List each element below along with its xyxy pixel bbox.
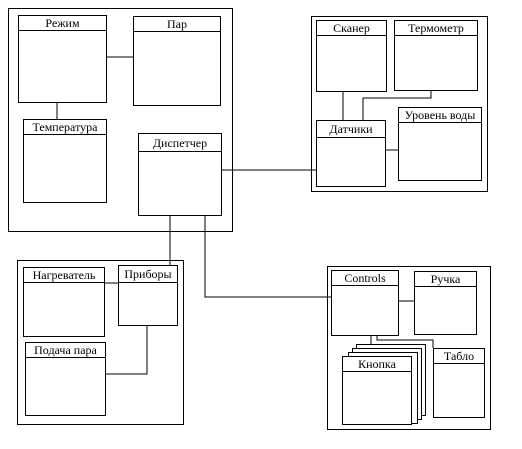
class-skaner[interactable]: Сканер <box>316 20 387 92</box>
class-tablo[interactable]: Табло <box>433 348 485 418</box>
class-controls-title: Controls <box>332 271 398 286</box>
package-bottom-left <box>17 260 184 425</box>
class-podacha-para-title: Подача пара <box>26 343 105 358</box>
class-termometr-title: Термометр <box>395 21 477 36</box>
class-ruchka-title: Ручка <box>415 272 476 287</box>
class-nagrevatel-title: Нагреватель <box>24 268 104 283</box>
package-top-right <box>311 16 488 192</box>
class-temperatura[interactable]: Температура <box>23 119 107 203</box>
class-podacha-para[interactable]: Подача пара <box>25 342 106 416</box>
class-ruchka[interactable]: Ручка <box>414 271 477 335</box>
class-par[interactable]: Пар <box>133 16 221 106</box>
class-tablo-title: Табло <box>434 349 484 364</box>
class-skaner-title: Сканер <box>317 21 386 36</box>
class-rezhim[interactable]: Режим <box>18 15 107 103</box>
package-bottom-right <box>327 266 491 430</box>
class-nagrevatel[interactable]: Нагреватель <box>23 267 105 337</box>
class-rezhim-title: Режим <box>19 16 106 31</box>
class-par-title: Пар <box>134 17 220 32</box>
class-dispetcher-title: Диспетчер <box>139 134 221 152</box>
class-datchiki[interactable]: Датчики <box>316 120 386 187</box>
class-datchiki-title: Датчики <box>317 121 385 138</box>
package-top-left <box>8 8 233 232</box>
class-pribory-title: Приборы <box>119 266 177 283</box>
class-dispetcher[interactable]: Диспетчер <box>138 133 222 216</box>
class-knopka-title: Кнопка <box>343 357 411 372</box>
class-uroven-vody[interactable]: Уровень воды <box>398 107 482 181</box>
class-controls[interactable]: Controls <box>331 270 399 336</box>
class-temperatura-title: Температура <box>24 120 106 135</box>
class-termometr[interactable]: Термометр <box>394 20 478 91</box>
class-uroven-vody-title: Уровень воды <box>399 108 481 123</box>
class-knopka[interactable]: Кнопка <box>342 356 412 425</box>
class-pribory[interactable]: Приборы <box>118 265 178 326</box>
